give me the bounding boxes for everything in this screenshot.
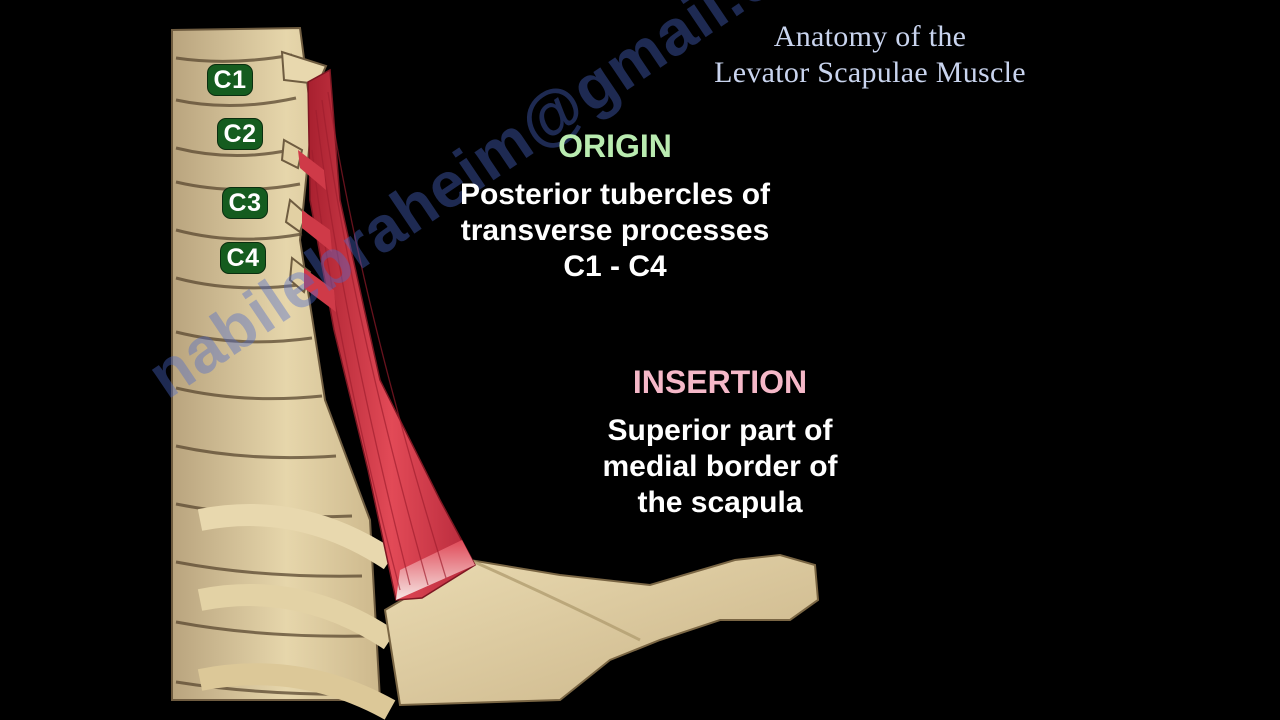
origin-line-3: C1 - C4 (563, 250, 667, 283)
levator-scapulae-muscle (298, 68, 476, 601)
origin-description: Posterior tubercles of transverse proces… (412, 177, 818, 285)
insertion-heading: INSERTION (632, 364, 808, 400)
insertion-line-1: Superior part of (607, 414, 833, 447)
vertebra-label-c4: C4 (220, 242, 266, 274)
origin-line-2: transverse processes (460, 214, 770, 247)
vertebra-label-c3: C3 (222, 187, 268, 219)
origin-line-1: Posterior tubercles of (459, 178, 771, 211)
origin-heading: ORIGIN (558, 128, 672, 164)
slide-title-line-1: Anatomy of the (773, 20, 967, 53)
insertion-line-2: medial border of (602, 450, 838, 483)
slide-title-line-2: Levator Scapulae Muscle (714, 56, 1026, 89)
vertebra-label-c2: C2 (217, 118, 263, 150)
insertion-description: Superior part of medial border of the sc… (560, 413, 880, 521)
vertebra-label-c1: C1 (207, 64, 253, 96)
insertion-line-3: the scapula (637, 486, 803, 519)
scapula (383, 553, 820, 707)
right-letterbox-bar (1120, 0, 1280, 720)
left-letterbox-bar (0, 0, 160, 720)
